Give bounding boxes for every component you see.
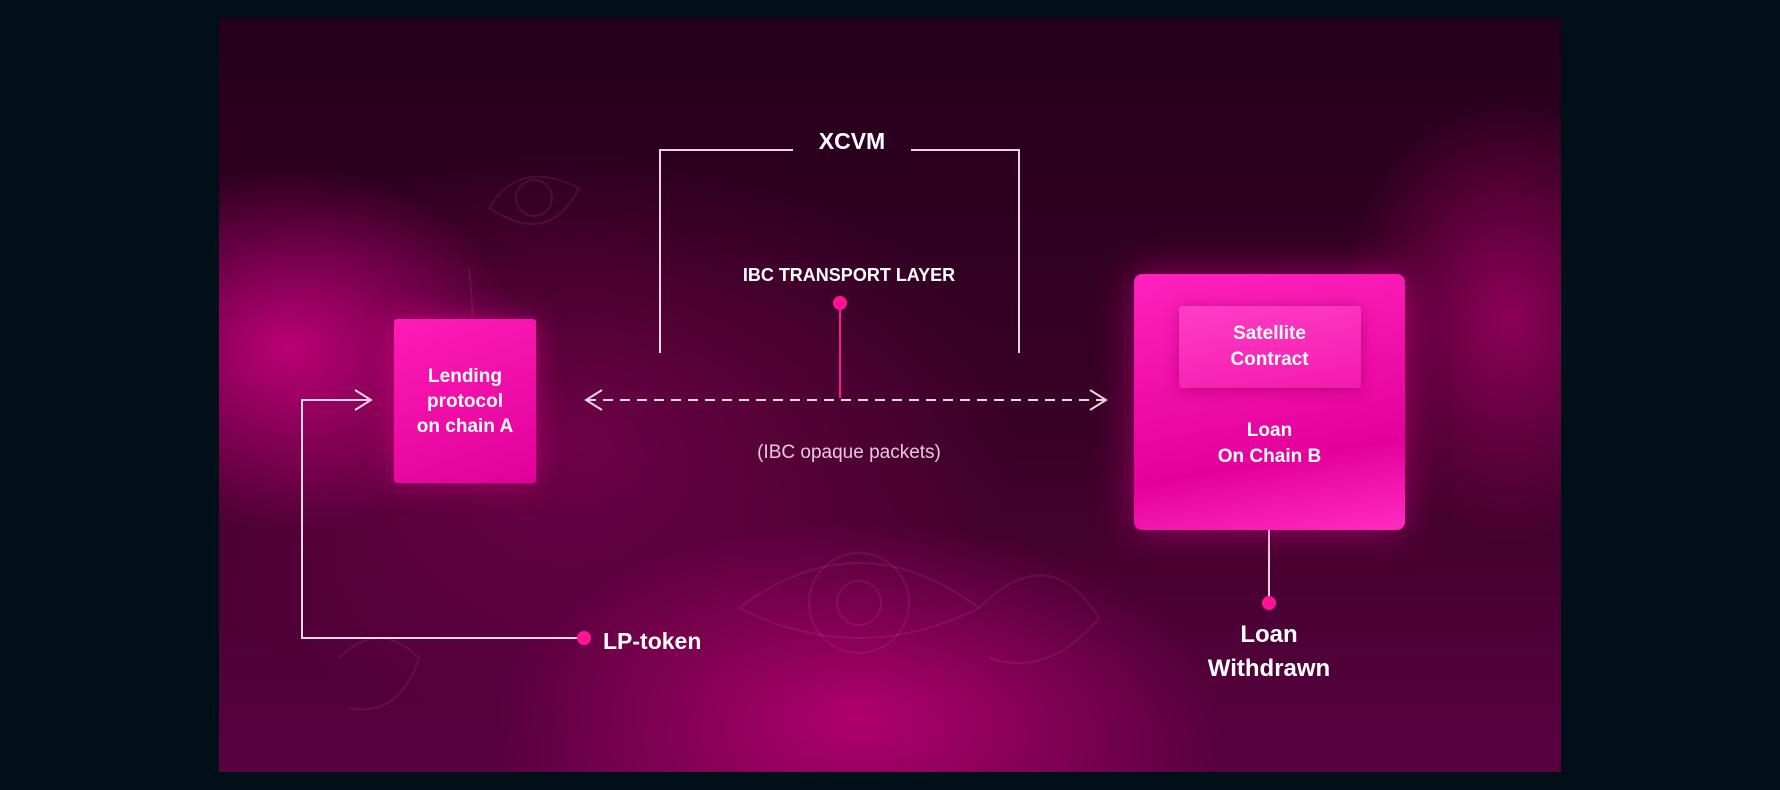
- ibc-opaque-packets-label: (IBC opaque packets): [757, 442, 941, 463]
- satellite-box-line-2: Contract: [1230, 349, 1309, 370]
- loan-chain-b-box: Satellite Contract Loan On Chain B: [1134, 274, 1405, 530]
- withdrawn-line-2: Withdrawn: [1207, 655, 1331, 682]
- lending-protocol-box: Lending protocol on chain A: [394, 319, 536, 483]
- lending-box-line-3: on chain A: [416, 415, 514, 437]
- loan-box-line-1: Loan: [1246, 420, 1293, 441]
- withdrawn-line-1: Loan: [1240, 621, 1298, 648]
- lp-token-label: LP-token: [603, 628, 702, 654]
- loan-withdrawn-label: Loan Withdrawn: [1169, 618, 1369, 686]
- ibc-transport-layer-label: IBC TRANSPORT LAYER: [742, 265, 956, 285]
- satellite-box-line-1: Satellite: [1233, 323, 1306, 344]
- lending-box-line-1: Lending: [428, 365, 502, 387]
- loan-box-line-2: On Chain B: [1217, 446, 1322, 467]
- loan-on-chain-b-label: Loan On Chain B: [1218, 418, 1321, 470]
- diagram-canvas: XCVM IBC TRANSPORT LAYER (IBC opaque pac…: [219, 18, 1561, 772]
- lending-box-line-2: protocol: [427, 390, 503, 412]
- background-eye-illustration: [338, 175, 1101, 711]
- satellite-contract-box: Satellite Contract: [1178, 306, 1361, 388]
- xcvm-label: XCVM: [818, 128, 886, 154]
